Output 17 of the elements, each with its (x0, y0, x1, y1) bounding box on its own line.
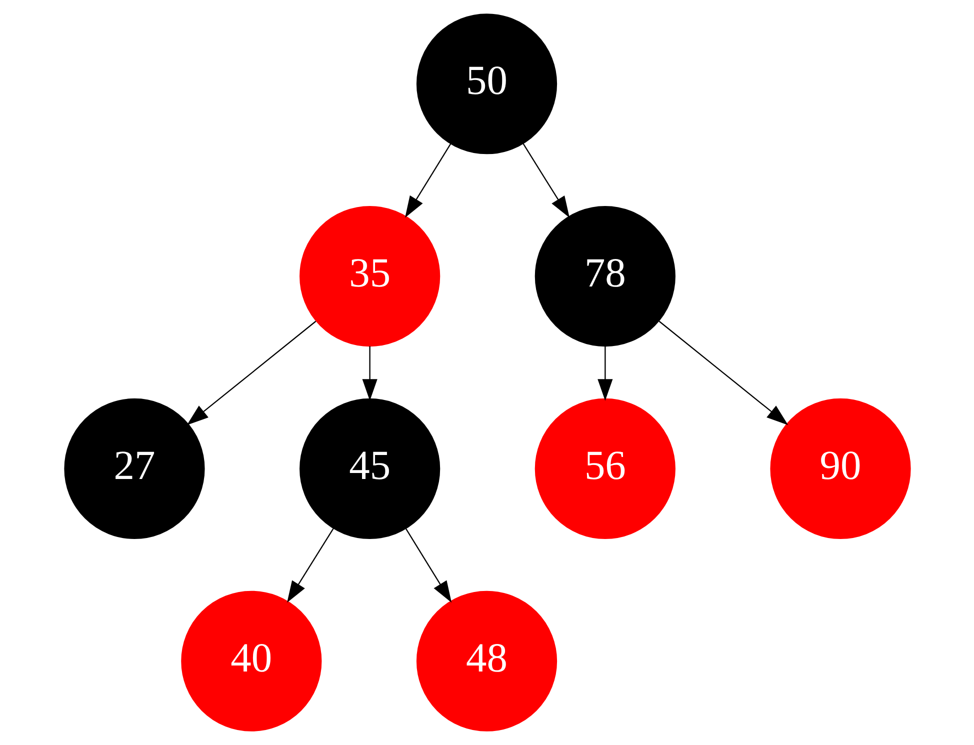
node-circle: 90 (770, 398, 910, 540)
node-circle: 35 (299, 206, 440, 347)
node-circle: 56 (534, 398, 675, 540)
node-circle: 48 (416, 590, 557, 732)
arrow (522, 143, 570, 218)
node-circle: 50 (416, 14, 557, 154)
arrow (404, 143, 451, 218)
node-circle: 78 (534, 206, 675, 347)
arrow (597, 346, 612, 401)
arrow (186, 320, 316, 426)
arrow (286, 528, 334, 603)
node-circle: 40 (180, 590, 322, 732)
arrow (658, 320, 788, 426)
node-circle: 27 (64, 398, 204, 540)
arrow (362, 346, 377, 401)
arrow (404, 528, 452, 603)
node-circle: 45 (299, 398, 440, 540)
